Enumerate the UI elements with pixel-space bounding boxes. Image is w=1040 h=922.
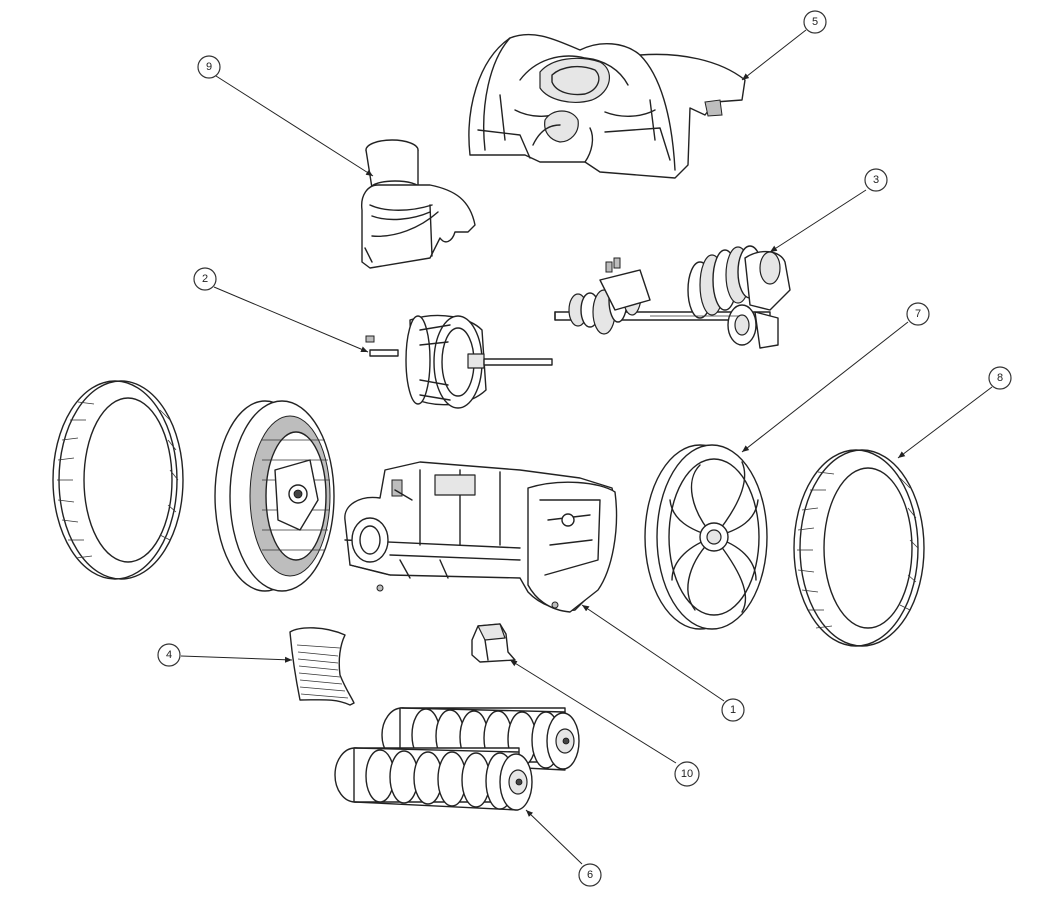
part-left-tire <box>52 380 184 580</box>
leader-lines <box>180 29 993 865</box>
leader-line-7 <box>741 321 909 453</box>
callout-5: 5 <box>803 10 827 34</box>
leader-line-10 <box>509 659 677 764</box>
leader-line-3 <box>769 189 867 253</box>
callout-3-label: 3 <box>873 174 879 186</box>
part-right-wheel <box>644 444 768 630</box>
callout-4-label: 4 <box>166 649 172 661</box>
callout-9-label: 9 <box>206 61 212 73</box>
part-gearbox <box>554 245 791 349</box>
part-top-cover <box>468 33 746 179</box>
callout-2-label: 2 <box>202 273 208 285</box>
callout-6-label: 6 <box>587 869 593 881</box>
callout-2: 2 <box>193 267 217 291</box>
part-brush-rollers <box>334 707 580 811</box>
leader-line-9 <box>215 75 374 177</box>
callout-9: 9 <box>197 55 221 79</box>
leader-line-8 <box>897 386 993 459</box>
callout-10-label: 10 <box>681 768 693 780</box>
leader-line-4 <box>180 655 293 663</box>
callouts: 1 2 3 4 5 6 7 8 <box>157 10 1012 887</box>
callout-8-label: 8 <box>997 372 1003 384</box>
callout-7-label: 7 <box>915 308 921 320</box>
part-small-block <box>471 623 516 663</box>
leader-line-2 <box>213 286 369 353</box>
part-main-body <box>344 461 618 613</box>
leader-line-1 <box>581 604 725 702</box>
part-left-wheel <box>214 400 335 592</box>
callout-1: 1 <box>721 698 745 722</box>
callout-4: 4 <box>157 643 181 667</box>
leader-line-6 <box>525 809 583 865</box>
part-right-tire <box>793 449 925 647</box>
callout-10: 10 <box>674 761 700 787</box>
callout-8: 8 <box>988 366 1012 390</box>
callout-1-label: 1 <box>730 704 736 716</box>
part-turbine-shaft <box>365 314 553 409</box>
part-flap <box>289 627 355 706</box>
callout-3: 3 <box>864 168 888 192</box>
callout-6: 6 <box>578 863 602 887</box>
leader-line-5 <box>741 29 807 81</box>
part-swivel-inlet <box>361 139 476 269</box>
callout-5-label: 5 <box>812 16 818 28</box>
callout-7: 7 <box>906 302 930 326</box>
